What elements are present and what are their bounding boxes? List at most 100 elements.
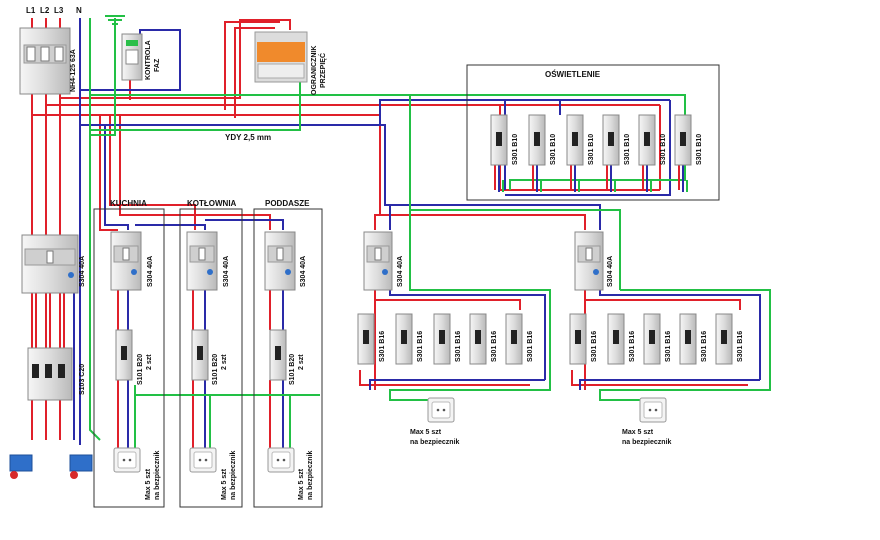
lighting-breaker-4 [602, 114, 620, 166]
terminal-blocks [9, 454, 93, 479]
group2-breaker-label-4: S301 B16 [701, 331, 708, 362]
room-title-poddasze: PODDASZE [265, 199, 310, 208]
cable-label: YDY 2,5 mm [225, 133, 271, 142]
group2-breaker-label-5: S301 B16 [737, 331, 744, 362]
lighting-title: OŚWIETLENIE [545, 70, 601, 79]
kotlownia-breaker-label-2: 2 szt [221, 354, 228, 370]
labels: L1 L2 L3 N NH4-125 63A KONTROLA FAZ OGRA… [26, 6, 744, 500]
group1-rcd [363, 231, 393, 291]
poddasze-breaker-label-2: 2 szt [298, 354, 305, 370]
kuchnia-socket-note-2: na bezpiecznik [154, 450, 161, 500]
lighting-breaker-5 [638, 114, 656, 166]
group1-breaker-5 [505, 313, 523, 365]
kuchnia-rcd [110, 231, 142, 291]
main-switch-label: NH4-125 63A [70, 49, 77, 92]
lighting-breaker-label-5: S301 B10 [660, 134, 667, 165]
phase-monitor [121, 33, 143, 81]
zone-boxes [93, 64, 720, 508]
phase-monitor-label-2: FAZ [154, 58, 161, 72]
left-c20-breaker [27, 347, 73, 401]
phase-label-n: N [76, 6, 82, 15]
main-switch [19, 27, 71, 95]
lighting-breaker-label-4: S301 B10 [624, 134, 631, 165]
lighting-stubs [494, 165, 688, 192]
group2-socket-note-2: na bezpiecznik [622, 439, 672, 446]
group1-socket [427, 397, 455, 423]
kuchnia-breaker-label-2: 2 szt [146, 354, 153, 370]
surge-arrester-label-1: OGRANICZNIK [311, 46, 318, 95]
kotlownia-breaker [191, 329, 209, 381]
group1-breaker-label-5: S301 B16 [527, 331, 534, 362]
room-title-kotlownia: KOTŁOWNIA [187, 199, 237, 208]
left-breaker-label: S103 C20 [79, 364, 86, 395]
poddasze-breaker-label-1: S101 B20 [289, 354, 296, 385]
group2-breaker-1 [569, 313, 587, 365]
group1-breaker-label-4: S301 B16 [491, 331, 498, 362]
neutral-wires [73, 18, 761, 460]
phase-wires [31, 18, 748, 455]
kuchnia-breaker-label-1: S101 B20 [137, 354, 144, 385]
phase-label-l3: L3 [54, 6, 64, 15]
kotlownia-socket-note-1: Max 5 szt [221, 468, 228, 500]
room-box-poddasze [253, 208, 323, 508]
lighting-breaker-label-3: S301 B10 [588, 134, 595, 165]
wires [31, 18, 771, 460]
lighting-box [466, 64, 720, 201]
phase-label-l2: L2 [40, 6, 50, 15]
group2-rcd-label: S304 40A [607, 256, 614, 287]
lighting-breaker-1 [490, 114, 508, 166]
socket-layer [9, 397, 667, 479]
phase-label-l1: L1 [26, 6, 36, 15]
group1-breaker-label-3: S301 B16 [455, 331, 462, 362]
surge-arrester [254, 31, 308, 83]
room-title-kuchnia: KUCHNIA [110, 199, 147, 208]
surge-arrester-label-2: PRZEPIĘĆ [318, 53, 327, 88]
group1-breaker-label-1: S301 B16 [379, 331, 386, 362]
poddasze-breaker [269, 329, 287, 381]
group1-breaker-label-2: S301 B16 [417, 331, 424, 362]
left-rcd-label: S304 40A [79, 256, 86, 287]
group2-breaker-label-3: S301 B16 [665, 331, 672, 362]
kuchnia-breaker [115, 329, 133, 381]
group2-rcd [574, 231, 604, 291]
kotlownia-socket-note-2: na bezpiecznik [230, 450, 237, 500]
lighting-breaker-label-1: S301 B10 [512, 134, 519, 165]
group1-breaker-1 [357, 313, 375, 365]
group2-socket-note-1: Max 5 szt [622, 429, 654, 436]
room-box-kotlownia [179, 208, 243, 508]
kotlownia-socket [189, 447, 217, 473]
group1-socket-note-1: Max 5 szt [410, 429, 442, 436]
lighting-breaker-label-6: S301 B10 [696, 134, 703, 165]
group1-socket-note-2: na bezpiecznik [410, 439, 460, 446]
group2-breaker-label-2: S301 B16 [629, 331, 636, 362]
group2-breaker-3 [643, 313, 661, 365]
group2-breaker-5 [715, 313, 733, 365]
left-rcd [21, 234, 79, 294]
group1-breaker-2 [395, 313, 413, 365]
group2-breaker-2 [607, 313, 625, 365]
lighting-breaker-3 [566, 114, 584, 166]
breaker-layer [27, 114, 733, 401]
kuchnia-rcd-label: S304 40A [147, 256, 154, 287]
group1-rcd-label: S304 40A [397, 256, 404, 287]
kotlownia-rcd [186, 231, 218, 291]
kuchnia-socket-note-1: Max 5 szt [145, 468, 152, 500]
poddasze-rcd [264, 231, 296, 291]
kotlownia-breaker-label-1: S101 B20 [212, 354, 219, 385]
kuchnia-socket [113, 447, 141, 473]
kotlownia-rcd-label: S304 40A [223, 256, 230, 287]
poddasze-socket-note-1: Max 5 szt [298, 468, 305, 500]
rcd-layer [21, 231, 604, 294]
poddasze-rcd-label: S304 40A [300, 256, 307, 287]
lighting-breaker-6 [674, 114, 692, 166]
group2-breaker-4 [679, 313, 697, 365]
ground-symbol [105, 15, 125, 25]
lighting-breaker-2 [528, 114, 546, 166]
poddasze-socket [267, 447, 295, 473]
phase-monitor-label-1: KONTROLA [145, 40, 152, 80]
group2-breaker-label-1: S301 B16 [591, 331, 598, 362]
devices [19, 15, 308, 95]
room-box-kuchnia [93, 208, 165, 508]
